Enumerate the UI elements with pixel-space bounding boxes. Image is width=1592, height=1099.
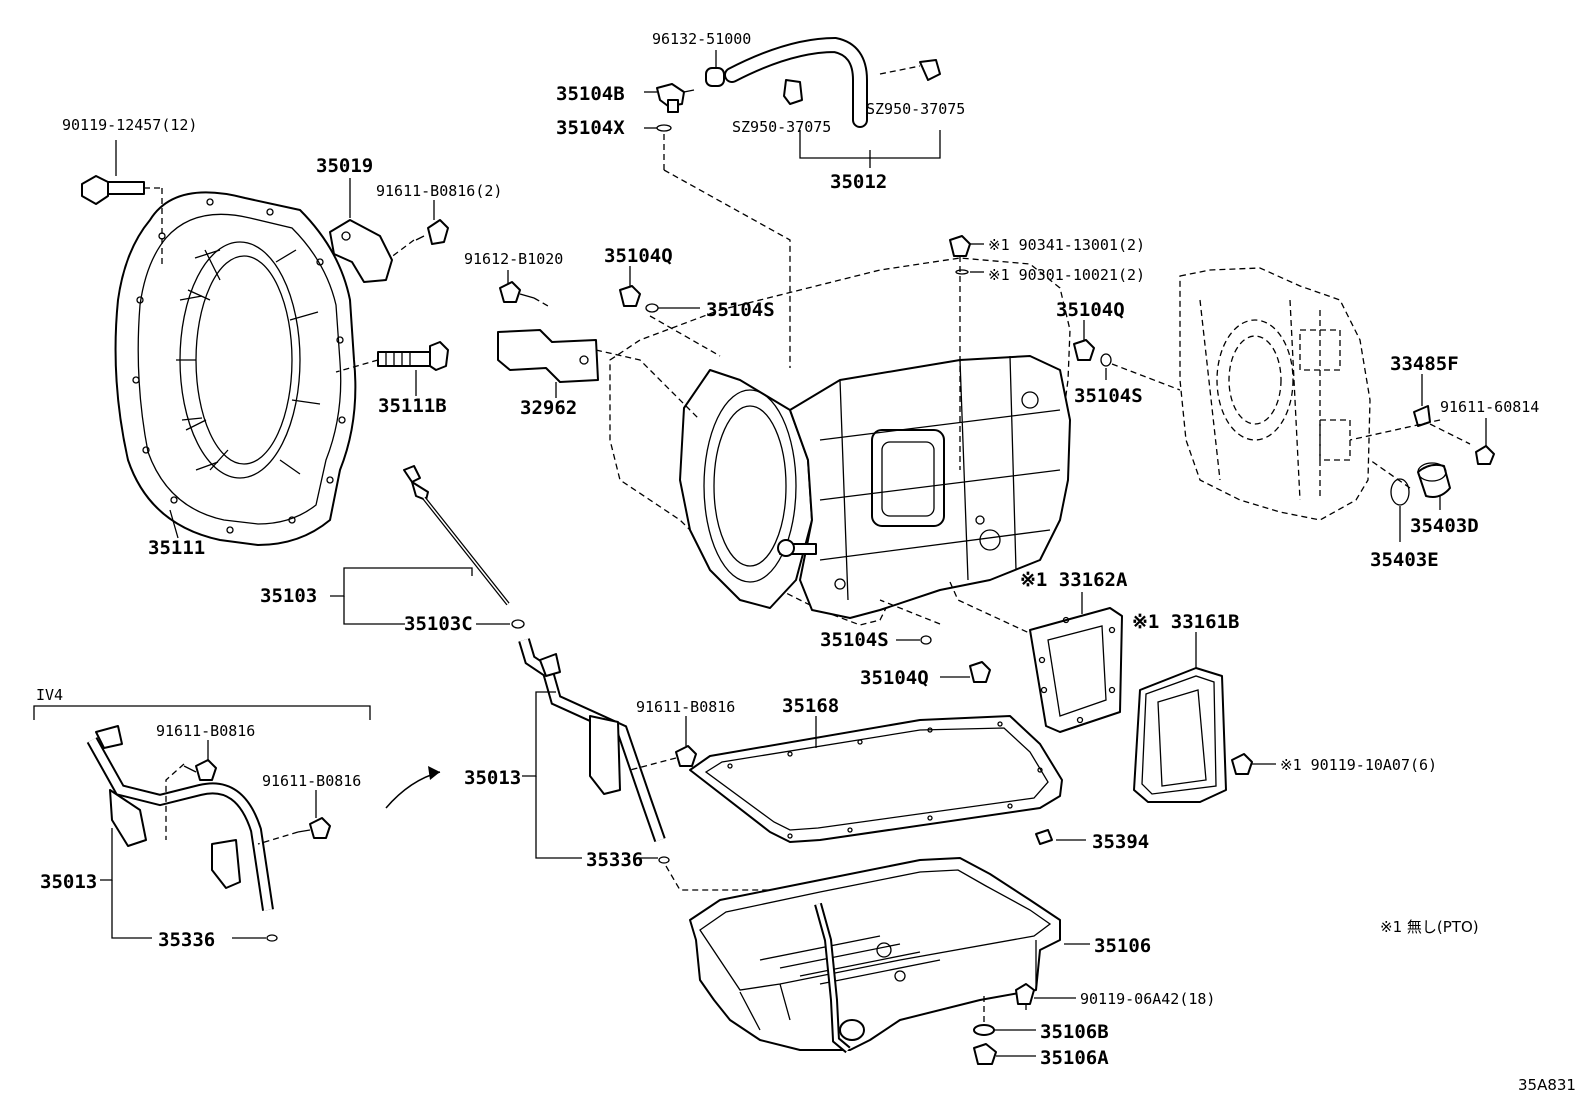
label-35336-left: 35336 — [158, 929, 215, 951]
label-SZ950-37075-right: SZ950-37075 — [866, 100, 965, 118]
label-91612-B1020: 91612-B1020 — [464, 250, 563, 268]
label-90119-10A07: ※1 90119-10A07(6) — [1280, 756, 1437, 774]
label-35013-mid: 35013 — [464, 767, 521, 789]
pto-cover-gasket-33162A — [1029, 592, 1123, 733]
footnote-pto: ※1 無し(PTO) — [1380, 918, 1479, 936]
bolt-90119-12457 — [81, 140, 163, 268]
filler-pipe-35013 — [518, 638, 819, 905]
label-96132-51000: 96132-51000 — [652, 30, 751, 48]
label-35104S-right: 35104S — [1074, 385, 1143, 407]
label-35104X: 35104X — [556, 117, 625, 139]
pto-cover-33161B — [1133, 632, 1276, 803]
oil-pan-35106 — [689, 857, 1090, 1065]
drain-plug-bottom-group — [879, 599, 991, 683]
label-32962: 32962 — [520, 397, 577, 419]
label-35106A: 35106A — [1040, 1047, 1109, 1069]
label-90301-10021: ※1 90301-10021(2) — [988, 266, 1145, 284]
label-35403E: 35403E — [1370, 549, 1439, 571]
label-33485F: 33485F — [1390, 353, 1459, 375]
label-35104S-bottom: 35104S — [820, 629, 889, 651]
bracket-35019 — [329, 178, 449, 283]
label-33162A: ※1 33162A — [1020, 569, 1128, 591]
dipstick-35103 — [330, 465, 525, 629]
oil-pan-gasket-35168 — [689, 715, 1086, 845]
iv4-group — [33, 705, 441, 942]
label-SZ950-37075-left: SZ950-37075 — [732, 118, 831, 136]
label-35168: 35168 — [782, 695, 839, 717]
label-90119-06A42: 90119-06A42(18) — [1080, 990, 1215, 1008]
label-35104Q-top: 35104Q — [604, 245, 673, 267]
label-35336-mid: 35336 — [586, 849, 643, 871]
label-90119-12457: 90119-12457(12) — [62, 116, 197, 134]
label-35104Q-right: 35104Q — [1056, 299, 1125, 321]
callout-labels: 96132-51000 35104B 35104X SZ950-37075 SZ… — [36, 30, 1576, 1094]
label-35104S-top: 35104S — [706, 299, 775, 321]
label-35111B: 35111B — [378, 395, 447, 417]
bracket-32962-group — [497, 235, 984, 421]
label-35394: 35394 — [1092, 831, 1149, 853]
converter-housing — [114, 191, 357, 546]
label-35103: 35103 — [260, 585, 317, 607]
label-35013-left: 35013 — [40, 871, 97, 893]
label-35019: 35019 — [316, 155, 373, 177]
label-91611-B0816-iv-b: 91611-B0816 — [262, 772, 361, 790]
label-90341-13001: ※1 90341-13001(2) — [988, 236, 1145, 254]
label-35106B: 35106B — [1040, 1021, 1109, 1043]
label-35012: 35012 — [830, 171, 887, 193]
label-35103C: 35103C — [404, 613, 473, 635]
label-35104B: 35104B — [556, 83, 625, 105]
transmission-case — [609, 256, 1071, 639]
label-91611-B0816-mid: 91611-B0816 — [636, 698, 735, 716]
label-91611-B0816-iv-a: 91611-B0816 — [156, 722, 255, 740]
figure-code: 35A831 — [1518, 1076, 1576, 1094]
label-IV4: IV4 — [36, 686, 63, 704]
label-35104Q-bottom: 35104Q — [860, 667, 929, 689]
label-35106: 35106 — [1094, 935, 1151, 957]
breather-hose-group — [644, 36, 941, 368]
label-35403D: 35403D — [1410, 515, 1479, 537]
label-33161B: ※1 33161B — [1132, 611, 1239, 633]
bolt-35111B — [335, 341, 449, 396]
extension-housing — [1073, 267, 1495, 542]
label-91611-60814: 91611-60814 — [1440, 398, 1539, 416]
label-91611-B0816-2: 91611-B0816(2) — [376, 182, 502, 200]
label-35111: 35111 — [148, 537, 205, 559]
